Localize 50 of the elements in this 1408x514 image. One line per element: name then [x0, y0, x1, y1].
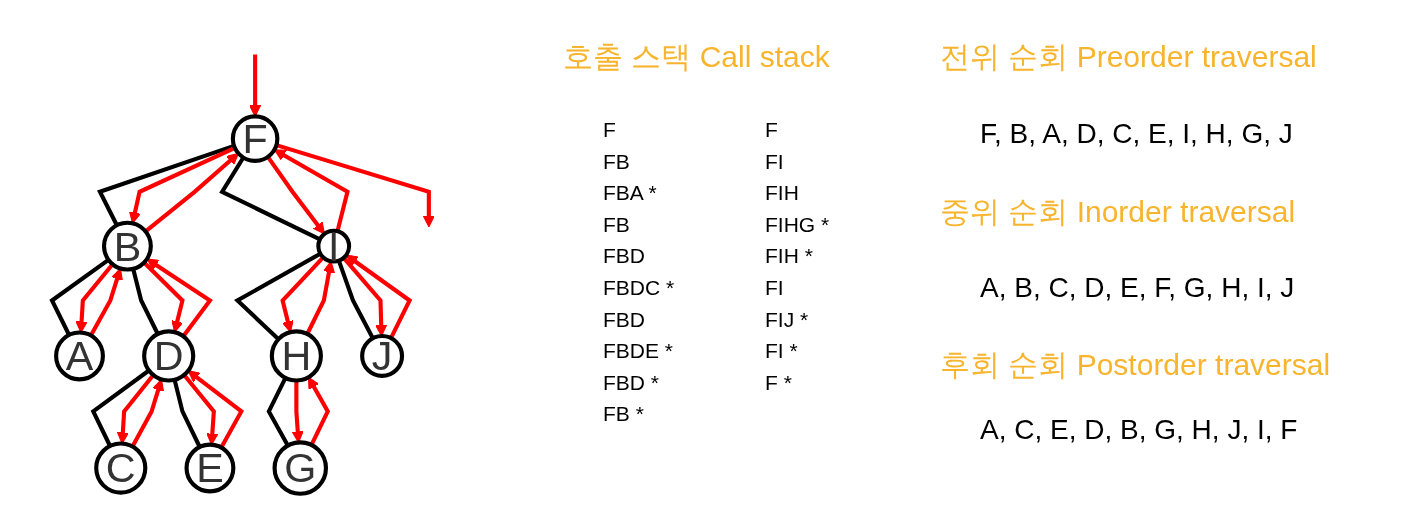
call-stack-entry: FI [765, 276, 784, 301]
binary-tree-diagram: F B I A D H J C E G [41, 4, 479, 510]
node-circle [184, 442, 236, 493]
call-stack-entry: FB [603, 149, 630, 174]
arrow [89, 267, 124, 336]
connector [234, 251, 322, 341]
call-stack-entry: FB [603, 212, 630, 237]
node-circle [94, 440, 148, 495]
call-stack-entry: FI * [765, 339, 798, 364]
arrow [266, 155, 326, 234]
call-stack-entry: F [603, 118, 616, 143]
node-circle [102, 220, 154, 272]
traversal-sequence: F, B, A, D, C, E, I, H, G, J [980, 118, 1293, 151]
node-circle [360, 333, 405, 378]
arrow [345, 254, 413, 339]
arrow [308, 376, 331, 446]
call-stack-entry: FIHG * [765, 212, 830, 237]
arrow [249, 54, 262, 117]
node-circle [54, 330, 106, 381]
call-stack-entry: FBD [603, 244, 645, 269]
node-circle [316, 228, 352, 264]
call-stack-entry: FIH * [765, 244, 813, 269]
node-circle [231, 113, 280, 163]
heading: 중위 순회 Inorder traversal [940, 195, 1296, 230]
arrow [144, 152, 240, 233]
call-stack-entry: FI [765, 149, 784, 174]
heading: 후회 순회 Postorder traversal [940, 348, 1331, 383]
call-stack-entry: FBDC * [603, 276, 675, 301]
call-stack-entry: FBDE * [603, 339, 673, 364]
arrow [146, 257, 214, 337]
arrow [276, 142, 436, 227]
call-stack-entry: F * [765, 370, 792, 395]
connector [90, 368, 151, 447]
call-stack-entry: FB * [603, 402, 644, 427]
node-circle [142, 328, 196, 383]
call-stack-entry: FIJ * [765, 307, 809, 332]
call-stack-entry: F [765, 118, 778, 143]
heading: 호출 스택 Call stack [563, 40, 830, 75]
node-circle [272, 439, 329, 496]
connector [97, 143, 236, 226]
call-stack-entry: FBD [603, 307, 645, 332]
traversal-sequence: A, C, E, D, B, G, H, J, I, F [980, 414, 1298, 447]
heading: 전위 순회 Preorder traversal [940, 40, 1317, 75]
arrow [131, 378, 165, 447]
call-stack-entry: FBD * [603, 370, 659, 395]
connector [49, 257, 110, 336]
call-stack-entry: FIH [765, 181, 799, 206]
call-stack-entry: FBA * [603, 181, 657, 206]
node-circle [270, 328, 324, 383]
traversal-sequence: A, B, C, D, E, F, G, H, I, J [980, 272, 1295, 305]
